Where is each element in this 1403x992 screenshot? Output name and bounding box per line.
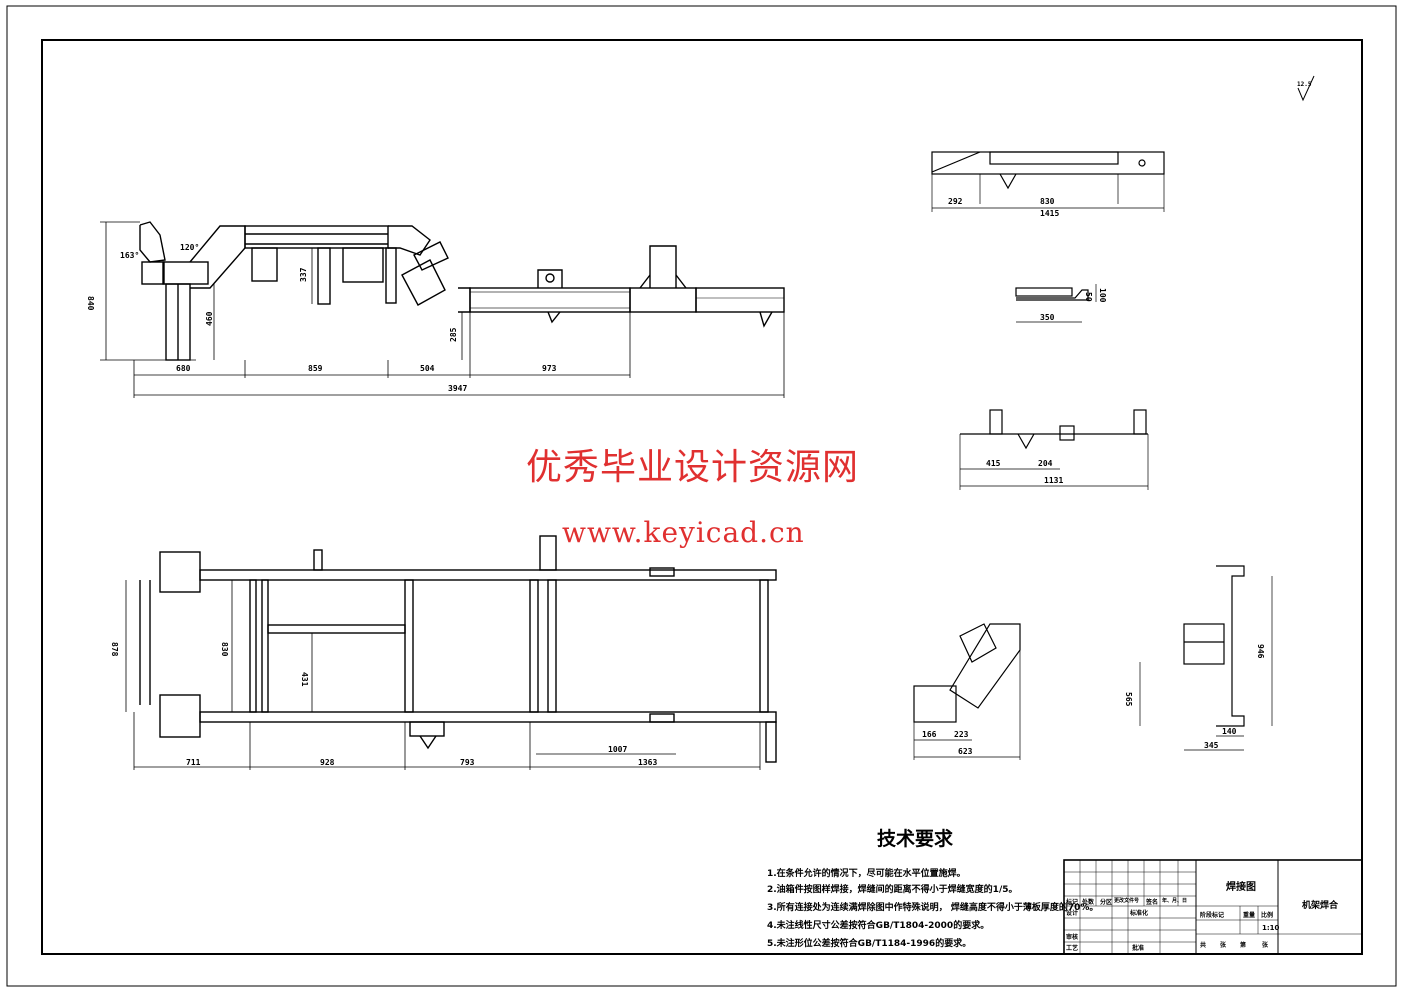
dim-285: 285 (449, 327, 458, 342)
dim-345: 345 (1204, 741, 1219, 750)
dim-223: 223 (954, 730, 969, 739)
dim-1363: 1363 (638, 758, 657, 767)
part-name: 机架焊合 (1302, 901, 1339, 911)
title-block (1063, 859, 1363, 955)
outer-border (6, 5, 1397, 987)
dim-204: 204 (1038, 459, 1053, 468)
tech-note-3: 3.所有连接处为连续满焊除图中作特殊说明， 焊缝高度不得小于薄板厚度的70%。 (767, 903, 1099, 913)
angle-120: 120° (180, 243, 199, 252)
tech-note-4: 4.未注线性尺寸公差按符合GB/T1804-2000的要求。 (767, 921, 990, 931)
tb-label-change: 更改文件号 (1114, 898, 1140, 904)
tb-label-scale: 比例 (1261, 912, 1274, 919)
dim-711: 711 (186, 758, 201, 767)
tb-label-zone: 分区 (1100, 899, 1113, 906)
dim-830b: 830 (1040, 197, 1055, 206)
dim-565: 565 (1124, 692, 1133, 707)
dim-928: 928 (320, 758, 335, 767)
dimension-labels: 680 859 504 973 3947 840 460 337 285 163… (86, 81, 1312, 767)
surface-finish-icon (1297, 75, 1315, 102)
dim-140: 140 (1222, 727, 1237, 736)
scale-value: 1:10 (1262, 924, 1280, 932)
tb-label-sign: 签名 (1146, 899, 1159, 906)
tb-label-approve: 批准 (1132, 945, 1145, 952)
tb-label-page: 第 (1240, 942, 1247, 949)
tb-label-stage: 阶段标记 (1200, 912, 1225, 919)
section-dd (913, 623, 1021, 760)
tb-label-sheets: 张 (1220, 942, 1227, 949)
dim-50: 50 (1084, 292, 1093, 302)
tb-label-process: 工艺 (1066, 945, 1079, 952)
dim-415: 415 (986, 459, 1001, 468)
tb-label-total: 共 (1200, 942, 1207, 949)
inner-frame (41, 39, 1363, 955)
side-dims (100, 221, 785, 398)
dim-350: 350 (1040, 313, 1055, 322)
tb-label-date: 年、月、日 (1162, 898, 1188, 904)
dim-337: 337 (299, 267, 308, 282)
dim-431: 431 (300, 672, 309, 687)
tb-label-review: 审核 (1066, 934, 1079, 941)
dim-292: 292 (948, 197, 963, 206)
dim-1415: 1415 (1040, 209, 1059, 218)
dim-830: 830 (220, 642, 229, 657)
surface-roughness-value: 12.5 (1297, 81, 1312, 88)
tb-label-mark: 标记 (1066, 899, 1079, 906)
section-bb (1015, 284, 1097, 323)
section-cc (959, 409, 1149, 490)
dim-1131: 1131 (1044, 476, 1063, 485)
tb-label-design: 设计 (1066, 910, 1079, 917)
tech-note-2: 2.油箱件按图样焊接，焊缝间的距离不得小于焊缝宽度的1/5。 (767, 885, 1018, 895)
dim-840: 840 (86, 296, 95, 311)
dim-504: 504 (420, 364, 435, 373)
drawing-name: 焊接图 (1226, 882, 1256, 893)
dim-878: 878 (110, 642, 119, 657)
angle-163: 163° (120, 251, 139, 260)
watermark-title: 优秀毕业设计资源网 (526, 447, 860, 488)
tech-requirements-title: 技术要求 (877, 828, 954, 850)
dim-100: 100 (1098, 288, 1107, 303)
section-ee (1139, 565, 1273, 751)
dim-460: 460 (205, 311, 214, 326)
plan-dims (125, 580, 761, 770)
tech-note-5: 5.未注形位公差按符合GB/T1184-1996的要求。 (767, 939, 972, 949)
dim-623: 623 (958, 747, 973, 756)
tb-label-count: 处数 (1082, 899, 1095, 906)
side-view (139, 221, 785, 361)
dim-3947: 3947 (448, 384, 467, 393)
plan-view (139, 535, 777, 763)
dim-793: 793 (460, 758, 475, 767)
tb-label-weight: 重量 (1243, 912, 1256, 919)
dim-680: 680 (176, 364, 191, 373)
watermark-url: www.keyicad.cn (562, 516, 805, 549)
dim-1007: 1007 (608, 745, 627, 754)
dim-166: 166 (922, 730, 937, 739)
dim-946: 946 (1256, 644, 1265, 659)
tb-label-standard: 标准化 (1130, 910, 1149, 917)
section-aa (931, 151, 1165, 212)
tech-note-1: 1.在条件允许的情况下，尽可能在水平位置施焊。 (767, 869, 966, 879)
dim-859: 859 (308, 364, 323, 373)
dim-973: 973 (542, 364, 557, 373)
tb-label-sheet: 张 (1262, 942, 1269, 949)
